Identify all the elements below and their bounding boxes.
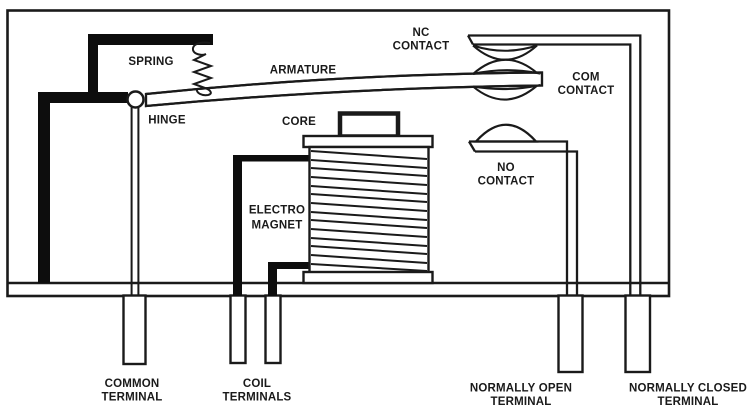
bracket-upper-post [88, 34, 98, 103]
hinge-pivot [126, 90, 145, 109]
com-contact-label-line1: COM [572, 72, 599, 84]
return-spring [190, 41, 215, 97]
coil-terminals-label-line1: COIL [243, 378, 271, 390]
common-terminal-label-line2: TERMINAL [101, 392, 162, 404]
common-terminal-bracket [38, 34, 213, 283]
nc-strip-end-cap [466, 34, 475, 46]
nc-contact-support [466, 34, 642, 296]
armature-bar-outline [144, 71, 544, 108]
normally-open-terminal-label-line2: TERMINAL [490, 396, 551, 408]
coil-windings [310, 150, 428, 272]
coil-wire-2-vertical [268, 262, 277, 296]
normally-open-terminal-label-line1: NORMALLY OPEN [470, 383, 572, 395]
coil-bottom-flange [302, 270, 434, 285]
coil-terminal-pin-2 [264, 294, 282, 365]
coil-wire-1-vertical [233, 155, 242, 296]
no-strip-end-cap [468, 140, 476, 153]
spring-label: SPRING [128, 56, 173, 68]
nc-strip-outer-line [468, 34, 642, 296]
bracket-lower-post [38, 92, 50, 283]
nc-contact-pad [472, 44, 538, 61]
electromagnet-label-line1: ELECTRO [249, 205, 305, 217]
armature-label: ARMATURE [270, 65, 337, 77]
relay-case-outline [6, 9, 671, 298]
coil-terminals-label-line2: TERMINALS [223, 392, 292, 404]
hinge-support-strip [130, 107, 140, 296]
core-label: CORE [282, 116, 316, 128]
normally-open-terminal-pin [557, 294, 584, 374]
common-terminal-label-line1: COMMON [105, 378, 160, 390]
normally-closed-terminal-label-line2: TERMINAL [657, 396, 718, 408]
no-contact-support [468, 140, 579, 296]
coil-terminal-pin-1 [229, 294, 247, 365]
electromagnet-assembly [302, 111, 434, 285]
bracket-mid-arm [38, 92, 128, 103]
com-contact-lower-pad [472, 83, 541, 101]
com-contact-label-line2: CONTACT [558, 85, 615, 97]
bracket-top-arm [88, 34, 213, 45]
no-strip-inner-line [469, 140, 569, 296]
no-contact-pad [473, 123, 539, 143]
no-contact-label-line2: CONTACT [478, 176, 535, 188]
normally-closed-terminal-pin [624, 294, 652, 374]
core-top-tab [337, 111, 401, 139]
nc-contact-label-line1: NC [412, 27, 429, 39]
coil-wire-1-horizontal [233, 155, 310, 162]
common-terminal-pin [122, 294, 147, 366]
nc-strip-inner-line [473, 43, 632, 296]
no-contact-label-line1: NO [497, 162, 515, 174]
coil-wire-2-horizontal [268, 262, 310, 269]
nc-contact-label-line2: CONTACT [393, 41, 450, 53]
coil-lead-wires [233, 155, 310, 296]
coil-top-flange [302, 134, 434, 149]
hinge-label: HINGE [148, 115, 186, 127]
no-strip-outer-line [475, 150, 579, 296]
normally-closed-terminal-label-line1: NORMALLY CLOSED [629, 383, 747, 395]
electromagnet-label-line2: MAGNET [251, 220, 302, 232]
